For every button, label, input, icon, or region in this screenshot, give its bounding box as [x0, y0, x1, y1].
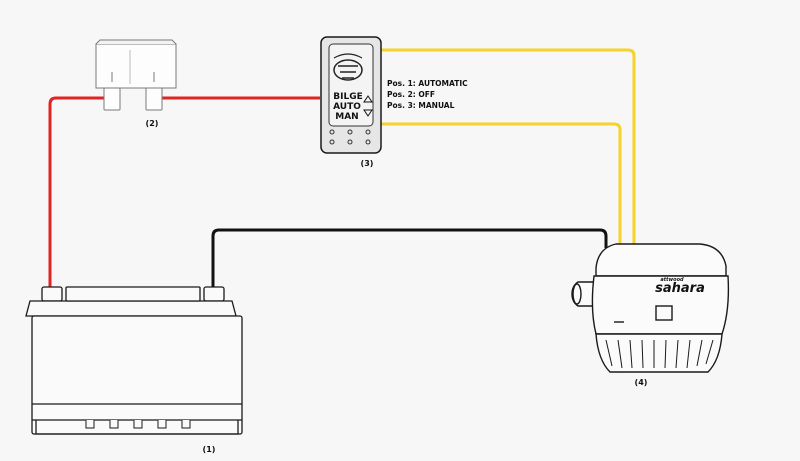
- battery-top-strip: [65, 286, 201, 302]
- switch-label: (3): [361, 159, 374, 168]
- position-1-text: Pos. 1: AUTOMATIC: [387, 79, 468, 88]
- rocker-switch: BILGE AUTO MAN: [320, 36, 382, 154]
- switch-label-bilge: BILGE: [333, 92, 362, 102]
- pump-strainer-slots: [605, 339, 714, 369]
- position-3-text: Pos. 3: MANUAL: [387, 101, 455, 110]
- pump-base: [595, 333, 723, 373]
- fuse-blade-right: [145, 87, 163, 111]
- bilge-pump-icon: [333, 53, 363, 81]
- pump-brand-prefix: attwood: [660, 277, 684, 283]
- bilge-pump: attwood sahara: [571, 243, 730, 373]
- battery-feet: [85, 420, 191, 429]
- fuse-label: (2): [146, 119, 159, 128]
- battery-terminal-positive: [41, 286, 63, 302]
- arrow-down-icon: [363, 109, 373, 117]
- battery-body: [31, 315, 243, 435]
- switch-rocker: [328, 43, 374, 127]
- fuse-blade-left: [103, 87, 121, 111]
- fuse: [95, 39, 177, 111]
- position-2-text: Pos. 2: OFF: [387, 90, 436, 99]
- battery-lid: [25, 300, 237, 317]
- positive-wire-red: [48, 96, 104, 290]
- fuse-body: [95, 43, 177, 89]
- pump-brand-name: sahara: [655, 281, 705, 296]
- battery: [25, 286, 243, 435]
- switch-positions-legend: Pos. 1: AUTOMATIC Pos. 2: OFF Pos. 3: MA…: [387, 78, 468, 111]
- pump-label: (4): [635, 378, 648, 387]
- switch-label-man: MAN: [335, 112, 358, 122]
- switch-to-pump-wire-yellow-lower: [381, 122, 622, 248]
- switch-to-pump-wire-yellow-upper: [381, 48, 636, 248]
- switch-terminals: [329, 129, 371, 145]
- battery-label: (1): [203, 445, 216, 454]
- pump-top-cap: [595, 243, 727, 277]
- battery-foot: [35, 420, 239, 435]
- battery-terminal-negative: [203, 286, 225, 302]
- ground-wire-black: [211, 228, 608, 290]
- pump-label-plate: [655, 305, 673, 321]
- wires: [48, 48, 636, 290]
- arrow-up-icon: [363, 95, 373, 103]
- switch-label-auto: AUTO: [333, 102, 361, 112]
